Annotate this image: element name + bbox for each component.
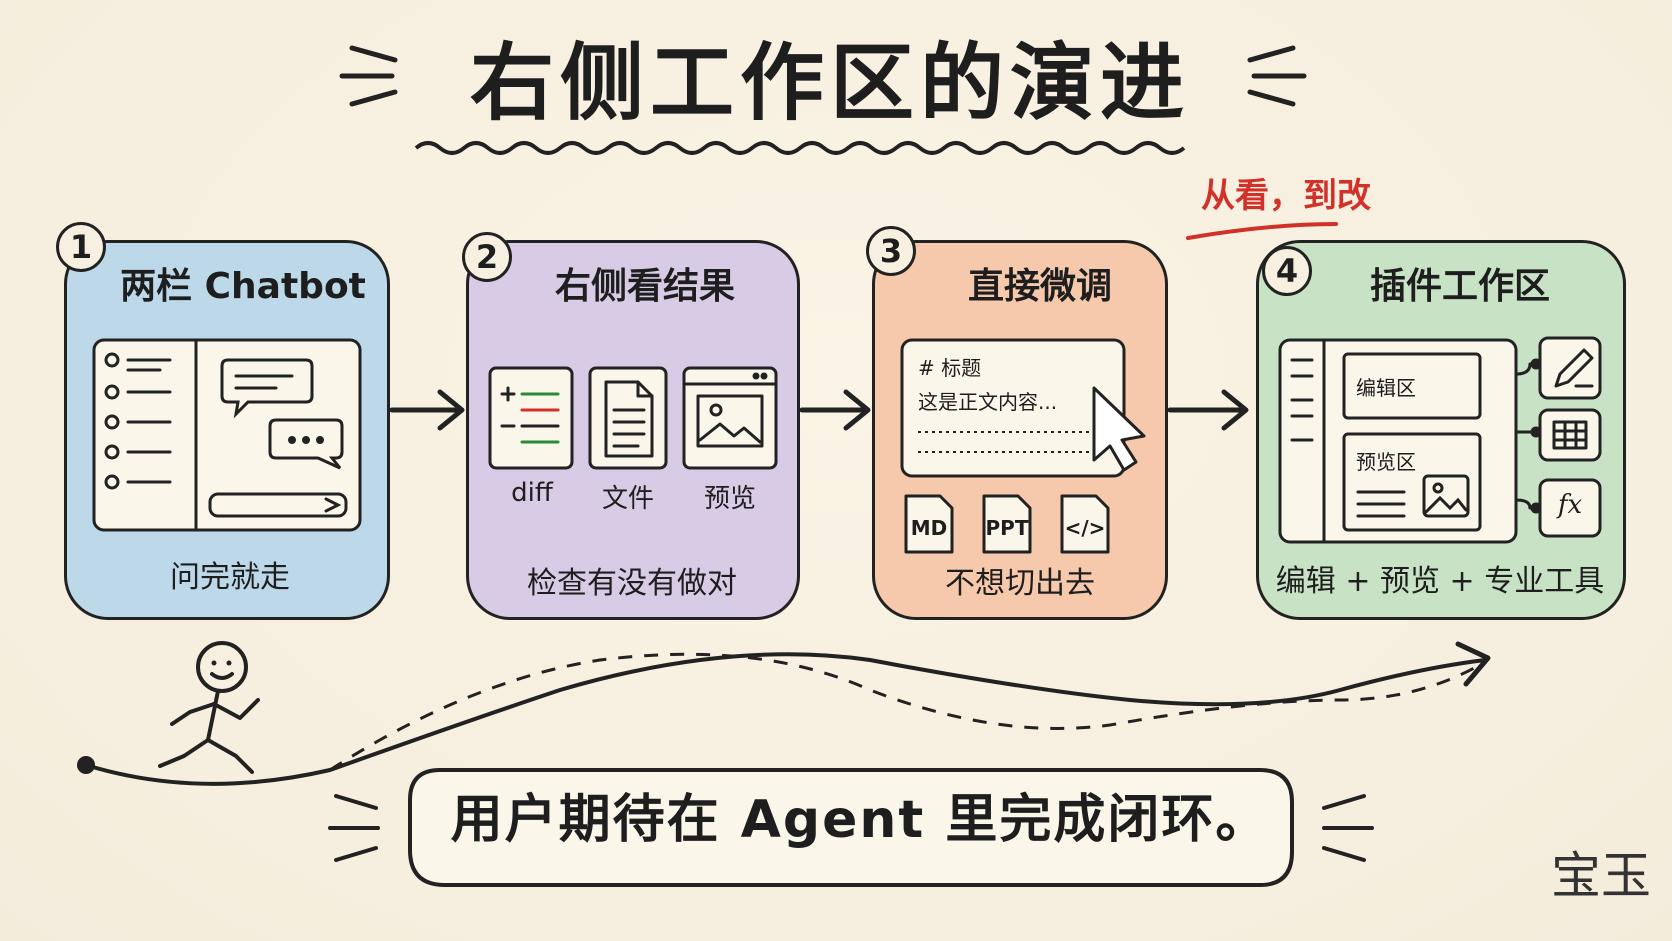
preview-icon	[682, 366, 778, 470]
md-chip-label: MD	[910, 516, 948, 540]
stage-3-caption: 不想切出去	[945, 566, 1095, 601]
stage-4-caption: 编辑 + 预览 + 专业工具	[1275, 564, 1605, 599]
editor-area-label: 编辑区	[1356, 376, 1416, 400]
file-icon	[588, 366, 668, 470]
ppt-file-icon	[982, 494, 1032, 554]
md-file-icon	[904, 494, 954, 554]
stage-1-title: 两栏 Chatbot	[120, 266, 366, 307]
red-annotation: 从看，到改	[1201, 176, 1371, 216]
file-label: 文件	[601, 484, 654, 514]
ppt-chip-label: PPT	[985, 516, 1029, 540]
chatbot-window-illustration	[92, 338, 362, 532]
stage-2-title: 右侧看结果	[554, 266, 735, 307]
stage-3-title: 直接微调	[967, 266, 1112, 307]
stage-4-number: 4	[1262, 246, 1312, 296]
running-figure	[158, 641, 260, 774]
stage-3-number: 3	[866, 226, 916, 276]
bottom-message: 用户期待在 Agent 里完成闭环。	[450, 790, 1270, 850]
table-tool-icon	[1538, 408, 1602, 462]
code-chip-label: </>	[1064, 516, 1106, 540]
doc-body: 这是正文内容...	[918, 390, 1058, 414]
journey-path	[77, 641, 1491, 786]
title-emphasis-right	[1247, 45, 1307, 107]
stage-4-title: 插件工作区	[1369, 266, 1550, 307]
preview-area-label: 预览区	[1356, 450, 1416, 474]
pen-tool-icon	[1538, 336, 1602, 400]
stage-1-number: 1	[56, 222, 106, 272]
author-signature: 宝玉	[1551, 847, 1651, 905]
arrow-1-to-2	[389, 389, 465, 431]
cursor-icon	[1092, 386, 1146, 472]
title-wavy-underline	[414, 141, 1186, 155]
arrow-3-to-4	[1167, 389, 1249, 431]
diff-icon	[488, 366, 574, 470]
preview-label: 预览	[703, 484, 756, 514]
editor-card	[900, 338, 1126, 478]
code-file-icon	[1060, 494, 1110, 554]
stage-2-caption: 检查有没有做对	[527, 566, 737, 601]
stage-2-number: 2	[462, 232, 512, 282]
stage-1-caption: 问完就走	[170, 560, 290, 595]
plugin-workspace-illustration	[1278, 338, 1518, 544]
title-emphasis-left	[339, 45, 398, 107]
red-note-underline	[1186, 222, 1338, 240]
formula-fx-label: fx	[1557, 490, 1583, 520]
message-bubble	[408, 768, 1294, 887]
formula-tool-icon	[1538, 478, 1602, 538]
bubble-emphasis-right	[1322, 794, 1374, 862]
doc-heading: # 标题	[918, 356, 982, 380]
diff-label: diff	[511, 478, 553, 508]
diagram-title: 右侧工作区的演进	[469, 34, 1190, 132]
arrow-2-to-3	[799, 389, 871, 431]
bubble-emphasis-left	[328, 794, 380, 862]
